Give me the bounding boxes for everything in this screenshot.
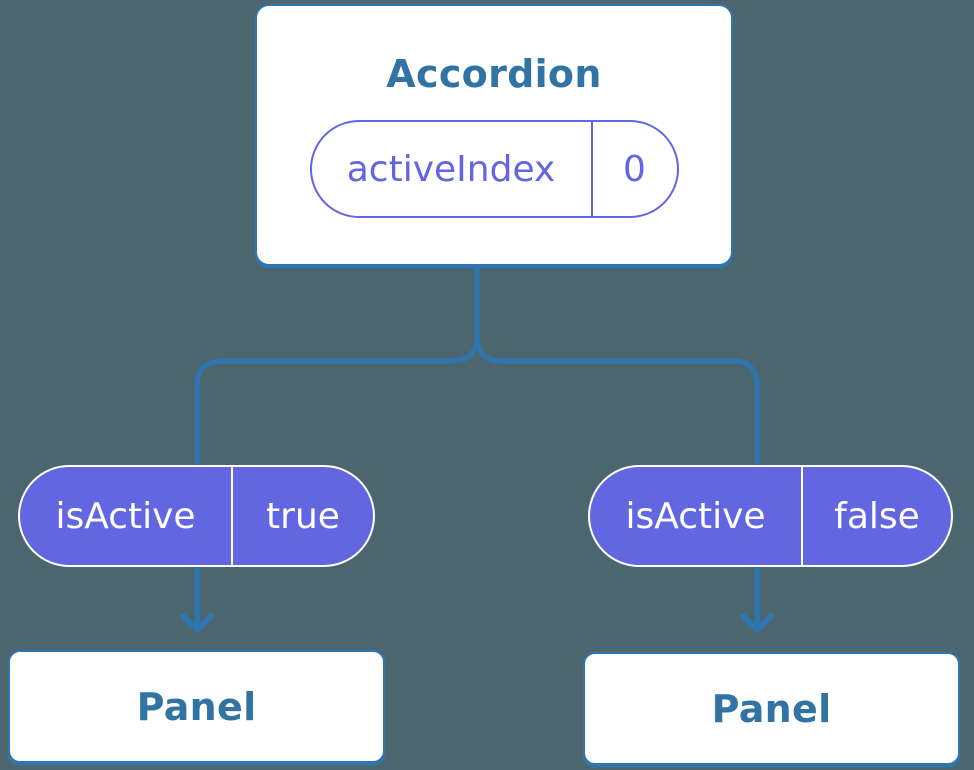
arrow-head-left-icon bbox=[180, 613, 214, 633]
arrow-head-right-icon bbox=[740, 613, 774, 633]
prop-pill-right: isActive false bbox=[588, 465, 953, 567]
panel-component-card-right: Panel bbox=[583, 652, 960, 765]
panel-title-left: Panel bbox=[136, 684, 257, 729]
prop-name-left: isActive bbox=[20, 467, 233, 565]
state-pill-activeindex: activeIndex 0 bbox=[309, 120, 679, 218]
panel-component-card-left: Panel bbox=[8, 650, 385, 763]
prop-value-right: false bbox=[834, 495, 920, 537]
state-value: 0 bbox=[623, 148, 646, 190]
accordion-component-card: Accordion activeIndex 0 bbox=[255, 4, 733, 266]
panel-title-right: Panel bbox=[711, 686, 832, 731]
branch-line-left bbox=[194, 265, 480, 470]
prop-pill-left: isActive true bbox=[18, 465, 375, 567]
state-name: activeIndex bbox=[312, 122, 593, 216]
prop-name-right: isActive bbox=[590, 467, 803, 565]
prop-value-left: true bbox=[266, 495, 340, 537]
branch-line-right bbox=[474, 265, 760, 470]
component-title: Accordion bbox=[386, 52, 602, 96]
